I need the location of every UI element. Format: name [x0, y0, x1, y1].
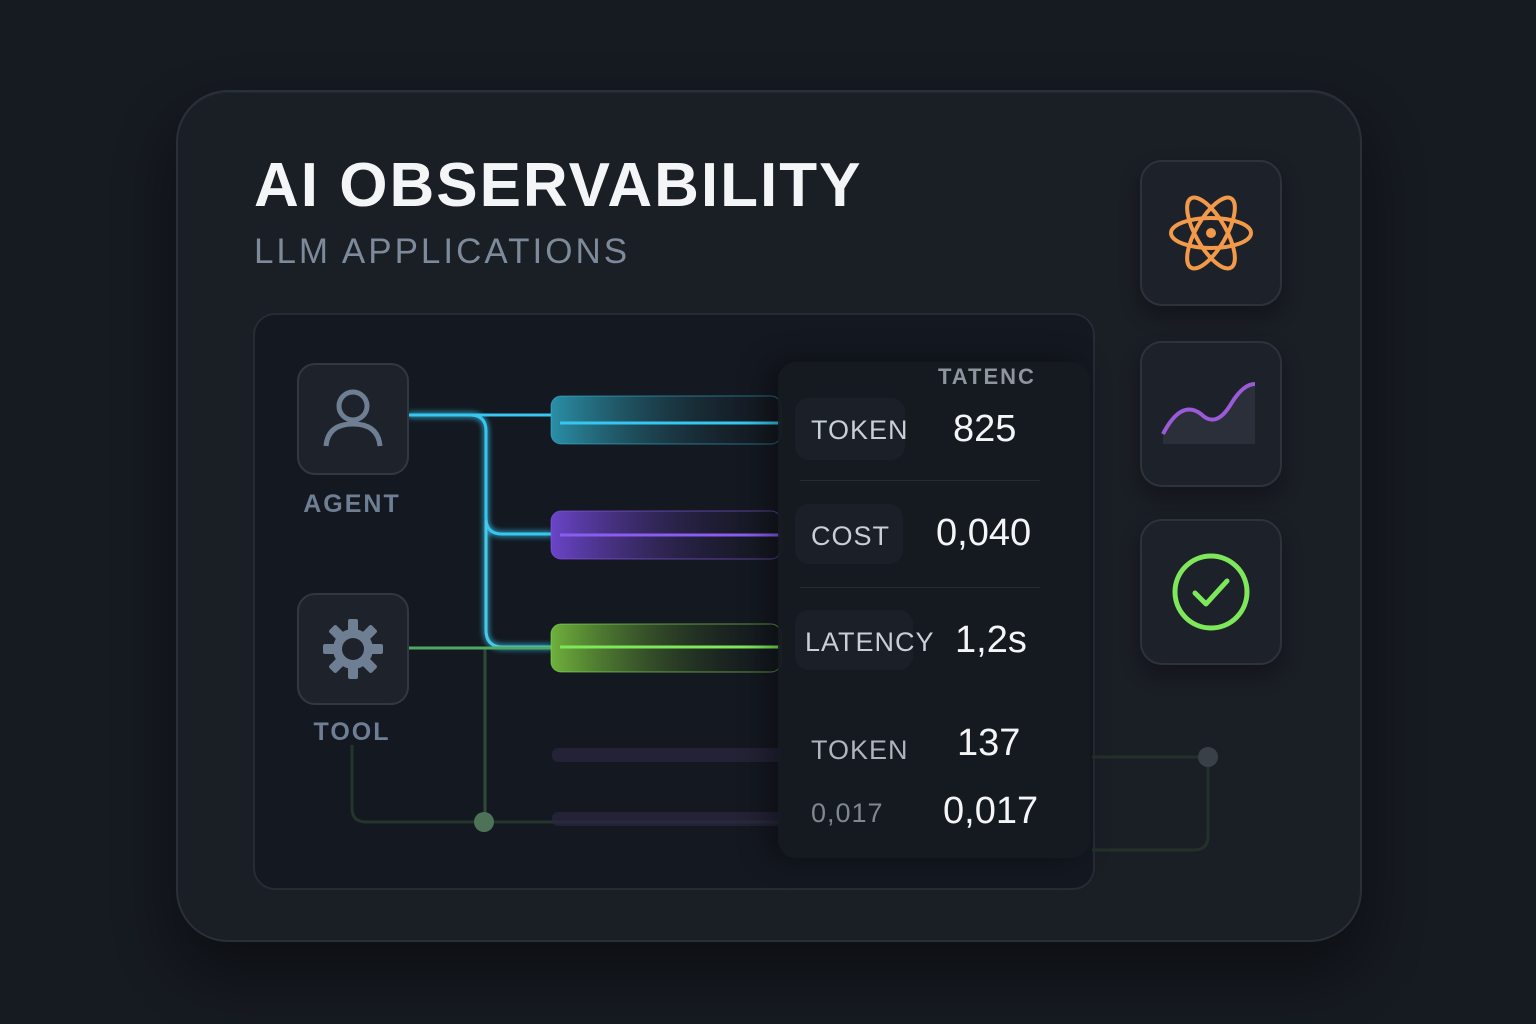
metric-value: 0,017	[943, 790, 1039, 832]
check-circle-icon	[1172, 553, 1250, 631]
status-button[interactable]	[1140, 519, 1282, 665]
span-bar-token	[550, 395, 782, 445]
metric-label: TOKEN	[811, 415, 909, 445]
page-title: AI OBSERVABILITY	[254, 151, 863, 220]
metric-value: 137	[957, 722, 1021, 764]
metric-chip	[795, 610, 913, 670]
tool-node[interactable]	[297, 593, 409, 705]
gear-icon	[323, 619, 383, 679]
atom-icon	[1169, 195, 1253, 271]
analytics-button[interactable]	[1140, 341, 1282, 487]
line-chart-icon	[1161, 382, 1256, 444]
metrics-header: TATENC	[938, 364, 1036, 389]
model-button[interactable]	[1140, 160, 1282, 306]
agent-connector	[484, 520, 552, 649]
metric-label: 0,017	[811, 798, 884, 828]
tool-label: TOOL	[313, 718, 391, 746]
divider	[800, 587, 1040, 588]
dim-connector	[350, 745, 780, 824]
metric-value: 0,040	[936, 512, 1032, 554]
span-bar-dim	[552, 748, 782, 762]
agent-label: AGENT	[303, 490, 401, 518]
user-icon	[323, 389, 383, 447]
metric-value: 825	[953, 408, 1017, 450]
connector-dot	[474, 812, 494, 832]
metric-value: 1,2s	[955, 619, 1027, 661]
metric-chip	[795, 504, 903, 564]
metric-label: LATENCY	[805, 627, 935, 657]
page-subtitle: LLM APPLICATIONS	[254, 232, 631, 271]
dim-connector	[1092, 755, 1210, 852]
agent-connector	[408, 413, 552, 536]
metric-label: TOKEN	[811, 735, 909, 765]
connector-dot	[1198, 747, 1218, 767]
divider	[800, 480, 1040, 481]
metric-chip	[795, 398, 905, 460]
agent-node[interactable]	[297, 363, 409, 475]
span-bar-dim	[552, 812, 782, 826]
metric-label: COST	[811, 521, 891, 551]
